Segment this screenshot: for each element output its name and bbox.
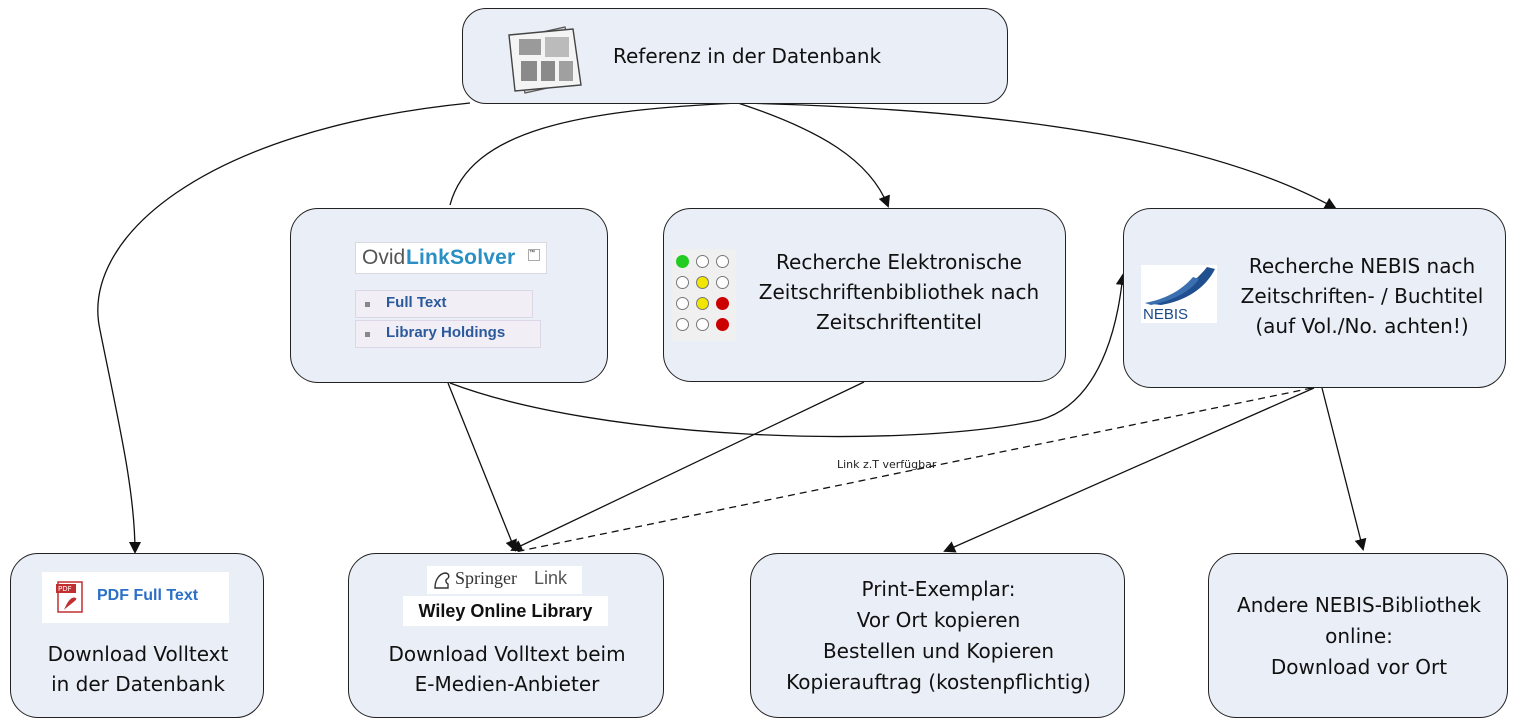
wiley-text: Wiley Online Library	[418, 601, 593, 621]
edge-nebis-print	[943, 387, 1315, 553]
link-text: Link	[534, 568, 568, 588]
node-print[interactable]: Print-Exemplar: Vor Ort kopieren Bestell…	[750, 553, 1125, 718]
traffic-light-icon	[672, 249, 736, 341]
edge-referenz-ezb	[737, 102, 890, 208]
edge-label-link: Link z.T verfügbar	[837, 458, 937, 471]
ovid-logo-text: Ovid	[362, 246, 406, 269]
library-holdings-button[interactable]: Library Holdings	[355, 320, 541, 348]
nebis-logo-text: NEBIS	[1143, 306, 1189, 323]
bullet-icon	[365, 332, 370, 337]
springer-text: Springer	[455, 568, 517, 588]
edge-nebis-andere	[1321, 387, 1367, 551]
node-andere-line3: Download vor Ort	[1270, 655, 1448, 679]
linksolver-logo-text: LinkSolver	[406, 246, 516, 269]
pdf-full-text-badge: PDF PDF Full Text	[42, 572, 229, 623]
node-print-line3: Bestellen und Kopieren	[822, 639, 1055, 663]
node-pdf-line1: Download Volltext	[47, 642, 229, 666]
node-referenz[interactable]: Referenz in der Datenbank	[462, 8, 1008, 104]
trademark-mark: ™	[528, 249, 540, 261]
node-pdf[interactable]: PDF PDF Full Text Download Volltext in d…	[10, 553, 264, 718]
ovid-linksolver-logo: Ovid LinkSolver ™	[355, 242, 547, 274]
node-nebis-line1: Recherche NEBIS nach	[1248, 254, 1476, 278]
node-andere-line2: online:	[1325, 624, 1393, 648]
bullet-icon	[365, 302, 370, 307]
node-emedien[interactable]: Springer Link Wiley Online Library Downl…	[348, 553, 664, 718]
edge-referenz-ovid	[449, 102, 739, 206]
node-referenz-label: Referenz in der Datenbank	[613, 44, 882, 68]
svg-text:PDF: PDF	[58, 585, 72, 593]
node-ezb-line3: Zeitschriftentitel	[816, 310, 982, 334]
node-andere[interactable]: Andere NEBIS-Bibliothek online: Download…	[1208, 553, 1508, 718]
pdf-icon: PDF	[56, 581, 83, 613]
node-pdf-line2: in der Datenbank	[51, 672, 225, 696]
node-ezb[interactable]: Recherche Elektronische Zeitschriftenbib…	[663, 208, 1066, 382]
node-nebis-line3: (auf Vol./No. achten!)	[1255, 314, 1469, 338]
edge-ezb-emedien	[510, 381, 865, 552]
node-print-line4: Kopierauftrag (kostenpflichtig)	[786, 670, 1091, 694]
node-emedien-line2: E-Medien-Anbieter	[414, 672, 600, 696]
node-ezb-line2: Zeitschriftenbibliothek nach	[758, 280, 1040, 304]
pdf-badge-label: PDF Full Text	[97, 587, 199, 604]
node-ovid[interactable]: Ovid LinkSolver ™ Full Text Library Hold…	[290, 208, 608, 383]
library-holdings-label: Library Holdings	[386, 324, 506, 341]
node-print-line2: Vor Ort kopieren	[856, 608, 1021, 632]
springer-link-logo: Springer Link	[427, 566, 582, 594]
newspaper-icon	[508, 26, 582, 94]
edge-ovid-emedien	[447, 382, 517, 552]
node-ezb-line1: Recherche Elektronische	[776, 250, 1022, 274]
wiley-online-library-logo: Wiley Online Library	[403, 596, 608, 626]
nebis-logo: NEBIS	[1141, 265, 1217, 323]
full-text-label: Full Text	[386, 294, 447, 311]
node-emedien-line1: Download Volltext beim	[388, 642, 626, 666]
node-print-line1: Print-Exemplar:	[861, 577, 1016, 601]
node-nebis[interactable]: NEBIS Recherche NEBIS nach Zeitschriften…	[1123, 208, 1506, 388]
springer-horse-icon	[434, 572, 450, 589]
edge-referenz-nebis	[737, 102, 1337, 209]
node-nebis-line2: Zeitschriften- / Buchtitel	[1240, 284, 1484, 308]
full-text-button[interactable]: Full Text	[355, 290, 533, 318]
nebis-wave-icon	[1145, 267, 1215, 305]
node-andere-line1: Andere NEBIS-Bibliothek	[1237, 593, 1481, 617]
